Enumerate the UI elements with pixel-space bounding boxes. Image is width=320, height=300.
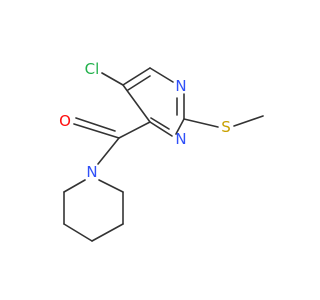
atom-sulfur: S <box>221 118 231 136</box>
bond-c2-s <box>183 118 219 128</box>
bond-c5-c6-inner <box>127 75 151 91</box>
bond-c4-c5 <box>122 84 151 123</box>
atom-labels: Cl N N S O N <box>59 60 231 181</box>
bond-pip-3 <box>91 223 124 242</box>
bond-c5-cl <box>101 72 124 86</box>
molecule-structure: Cl N N S O N <box>56 59 264 242</box>
bond-s-ch3 <box>233 115 264 127</box>
atom-nitrogen-piperidine: N <box>86 163 97 181</box>
bond-n3-c4-inner <box>150 117 170 130</box>
atom-chlorine: Cl <box>85 60 100 78</box>
bond-c6-n1 <box>149 67 174 83</box>
bond-pip-4 <box>63 223 93 242</box>
bond-carbonyl-o <box>73 123 120 139</box>
bond-c5-c6 <box>122 67 151 86</box>
bond-pip-6 <box>63 179 86 193</box>
bond-pip-1 <box>98 179 124 193</box>
bond-carbonyl-o-second <box>75 117 116 132</box>
bond-n3-c4 <box>149 121 173 137</box>
atom-oxygen: O <box>59 112 71 130</box>
bond-carbonyl-npip <box>97 137 120 165</box>
label-backgrounds <box>56 59 235 181</box>
bond-c4-carbonyl <box>118 121 151 139</box>
bond-c2-n3 <box>175 118 185 135</box>
atom-nitrogen-ring-top: N <box>175 77 186 95</box>
bonds <box>63 67 264 242</box>
atom-nitrogen-ring-bottom: N <box>175 130 186 148</box>
